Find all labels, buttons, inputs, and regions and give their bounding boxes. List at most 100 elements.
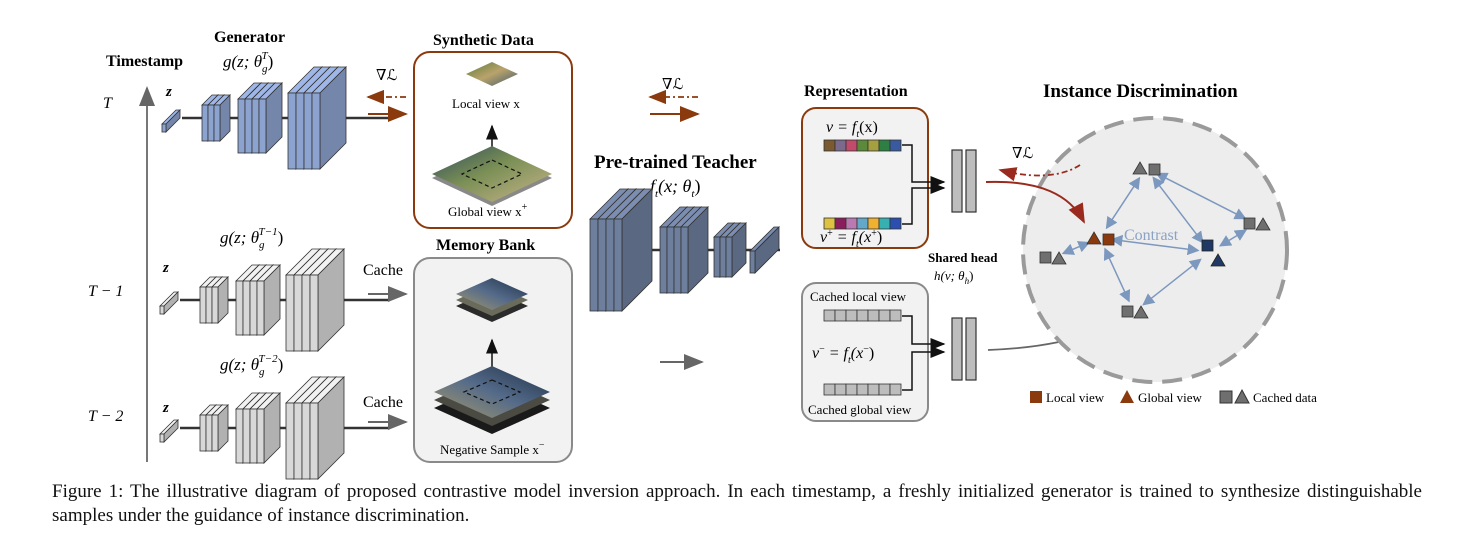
vplus-cell [845, 217, 858, 230]
gen-layer [309, 376, 345, 480]
gen-input [161, 109, 181, 133]
contrast-link [1155, 172, 1247, 220]
caption-text: Figure 1: The illustrative diagram of pr… [52, 481, 1422, 526]
teacher-blocks [589, 188, 780, 312]
gen-layer [211, 404, 229, 452]
memory-title: Memory Bank [436, 237, 535, 254]
cached-global-vector [823, 383, 902, 396]
anchor-point-square [1102, 233, 1115, 246]
negative-point [1201, 239, 1226, 267]
cached-local-cell [845, 309, 858, 322]
local-view-image [466, 62, 518, 86]
cached-panel: Cached local view v− = ft(x−) Cached glo… [801, 282, 946, 422]
teacher-formula: ft(x; θt) [650, 176, 700, 200]
legend: Local view Global view Cached data [1030, 388, 1317, 405]
generator-previous-1: g(z; θgT−1) z [159, 226, 390, 352]
contrast-links [1061, 172, 1248, 306]
anchor-point-triangle [1086, 231, 1102, 245]
figure-caption: Figure 1: The illustrative diagram of pr… [52, 480, 1422, 528]
cached-point-right-triangle [1255, 217, 1271, 231]
cached-point-top-triangle [1132, 161, 1148, 175]
generator-formula-t: g(z; θgT) [223, 50, 273, 75]
gen-layer [258, 82, 283, 154]
teacher-layer [680, 206, 709, 294]
v-cell [845, 139, 858, 152]
cached-global-cell [878, 383, 891, 396]
grad-symbol-3: ∇ℒ [1012, 146, 1033, 162]
cached-point-left-square [1039, 251, 1052, 264]
timestamp-t-minus-2: T − 2 [88, 408, 123, 425]
cached-local-cell [889, 309, 902, 322]
representation-title: Representation [804, 83, 908, 100]
teacher-layer [613, 188, 653, 312]
global-view-image [432, 146, 552, 202]
teacher-layer [725, 222, 747, 278]
v-cell [878, 139, 891, 152]
z-label: z [165, 84, 172, 100]
contrast-link [1103, 247, 1131, 303]
gen-layer [311, 66, 347, 170]
generator-blocks [161, 66, 392, 170]
teacher-network: ∇ℒ Pre-trained Teacher ft(x; θt) [589, 77, 780, 370]
cached-global-cell [834, 383, 847, 396]
cached-point-left-triangle [1051, 251, 1067, 265]
generator-formula-t2: g(z; θgT−2) [220, 353, 283, 378]
teacher-layer [749, 226, 780, 274]
legend-cached-square [1219, 390, 1233, 404]
generator-blocks-t1 [159, 248, 390, 352]
timeline-title: Timestamp [106, 53, 183, 70]
cached-global-cell [889, 383, 902, 396]
contrast-link [1218, 229, 1248, 247]
memory-global-stack [434, 366, 550, 418]
legend-cached-label: Cached data [1253, 390, 1317, 405]
grad-symbol-1: ∇ℒ [376, 68, 397, 84]
generator-formula-t1: g(z; θgT−1) [220, 226, 283, 251]
generator-current: Generator g(z; θgT) z [161, 29, 392, 170]
cache-arrow-2: Cache [363, 394, 408, 430]
instance-title: Instance Discrimination [1043, 81, 1238, 102]
cache-arrow-1: Cache [363, 262, 408, 302]
negative-point-triangle [1210, 253, 1226, 267]
representation-panel: Representation v = ft(x) v+ = ft(x+) [801, 83, 946, 250]
shared-head-formula: h(v; θh) [934, 268, 973, 286]
synthetic-data-panel: Synthetic Data Local view x Global view … [413, 32, 573, 229]
vplus-cell [878, 217, 891, 230]
cached-global-cell [856, 383, 869, 396]
vplus-cell [834, 217, 847, 230]
instance-discrimination: Instance Discrimination ∇ℒ Contrast [985, 81, 1289, 384]
generator-title: Generator [214, 29, 285, 46]
v-cell [823, 139, 836, 152]
v-cell [834, 139, 847, 152]
gen-layer [213, 94, 231, 142]
anchor-point [1086, 231, 1115, 246]
cache-label-2: Cache [363, 394, 403, 411]
cached-local-cell [856, 309, 869, 322]
cache-label-1: Cache [363, 262, 403, 279]
legend-local-swatch [1030, 391, 1042, 403]
cached-point-right-square [1243, 217, 1256, 230]
cached-local-cell [878, 309, 891, 322]
cached-local-cell [823, 309, 836, 322]
cached-point-bottom-triangle [1133, 305, 1149, 319]
cached-point-top [1132, 161, 1161, 176]
contrast-link [1142, 258, 1202, 306]
contrast-link [1110, 234, 1200, 256]
v-cell [856, 139, 869, 152]
cached-point-bottom-square [1121, 305, 1134, 318]
memory-bank-panel: Memory Bank Negative Sample x− [413, 237, 573, 463]
cached-point-top-square [1148, 163, 1161, 176]
embedding-space [1021, 116, 1289, 384]
v-plus-formula: v+ = ft(x+) [820, 228, 882, 250]
negative-sample-label: Negative Sample x− [440, 440, 545, 457]
contrast-link [1061, 241, 1091, 255]
gen-layer [211, 276, 229, 324]
synthetic-title: Synthetic Data [433, 32, 534, 49]
v-feature-vector [823, 139, 902, 152]
local-view-label: Local view x [452, 96, 520, 111]
cached-local-label: Cached local view [810, 289, 907, 304]
legend-global-swatch [1120, 390, 1134, 403]
gen-layer [256, 264, 281, 336]
v-formula: v = ft(x) [826, 119, 878, 140]
cached-global-cell [845, 383, 858, 396]
